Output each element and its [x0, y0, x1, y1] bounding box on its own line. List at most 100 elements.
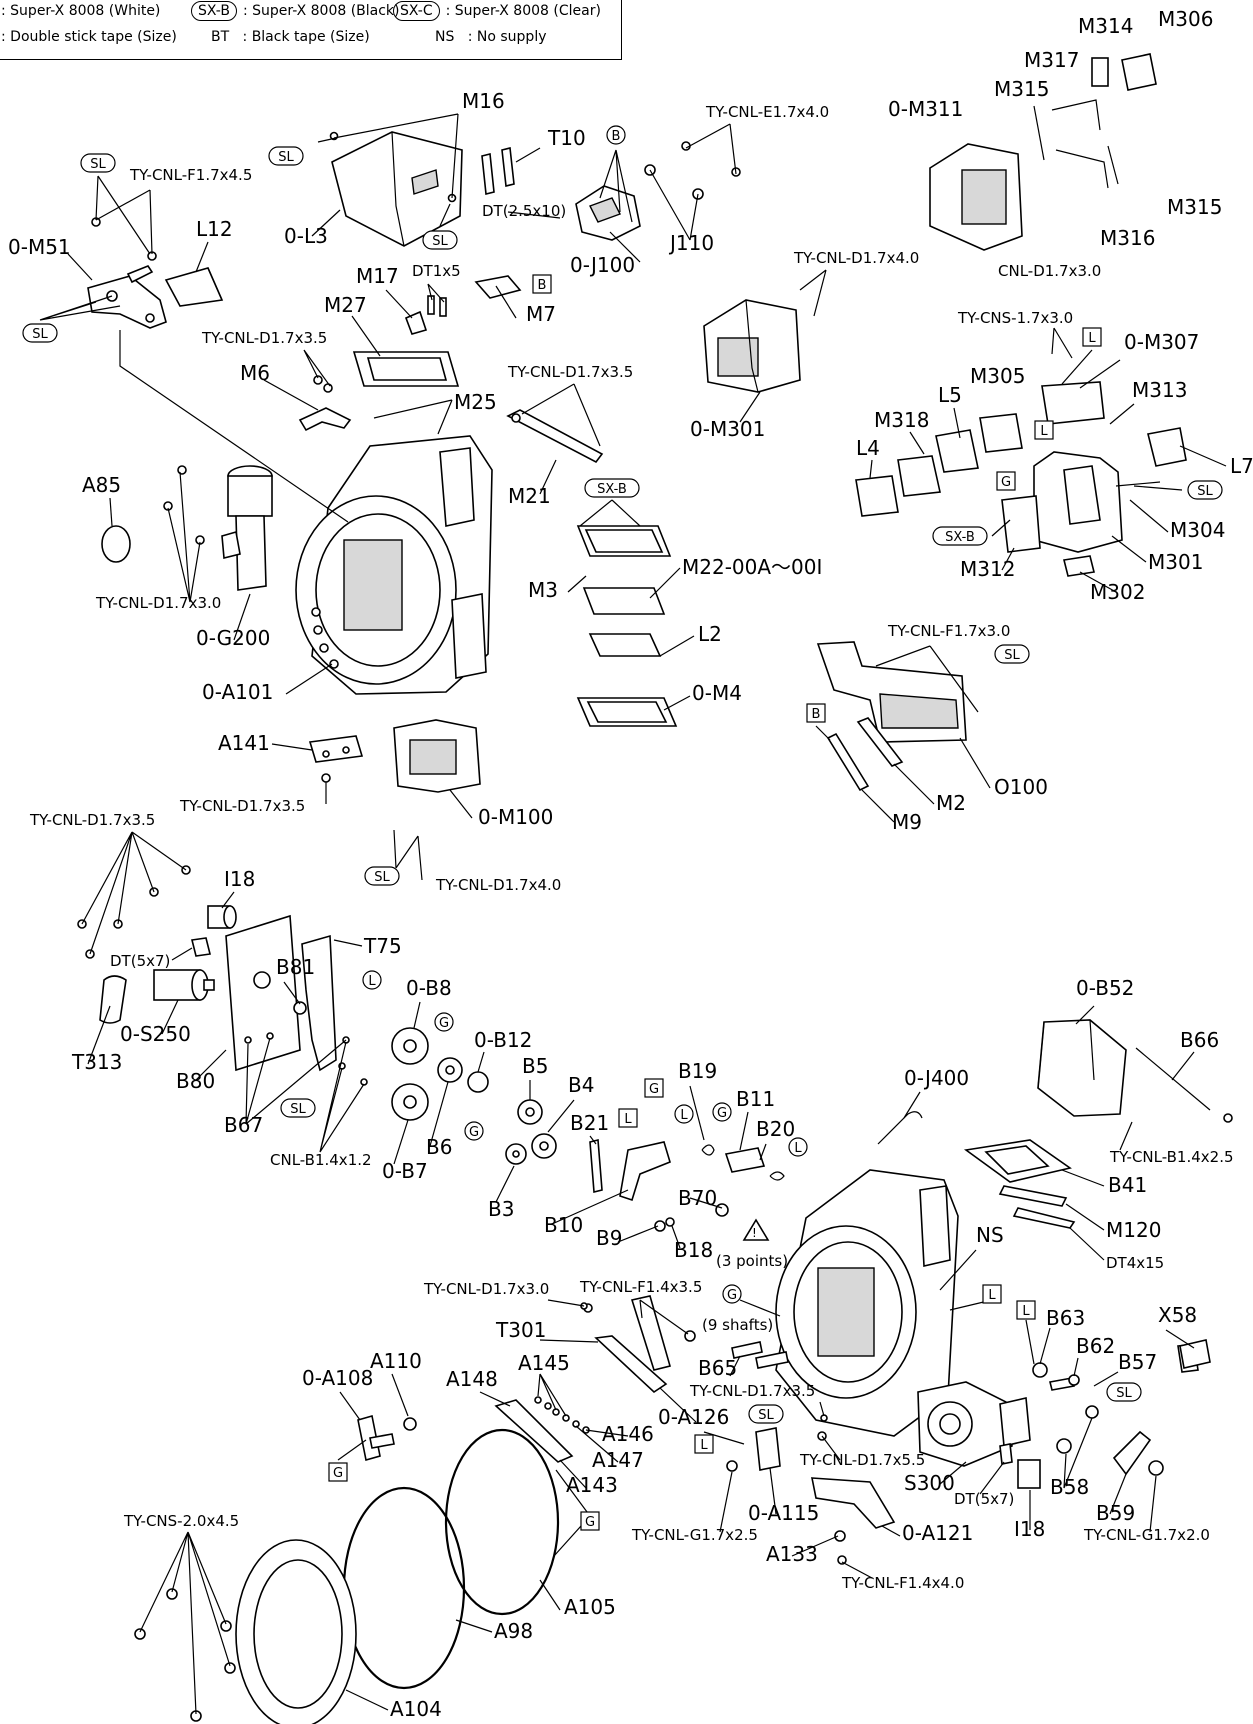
symbol-text: G: [1001, 475, 1011, 490]
symbol-pill: SL: [422, 230, 458, 250]
flex-board-o100: [816, 641, 967, 743]
symbol-sq: L: [1082, 327, 1102, 347]
part-label: M27: [324, 293, 367, 317]
part-label: M315: [1167, 195, 1222, 219]
part-label: DT(5x7): [954, 1490, 1014, 1508]
symbol-circ: B: [606, 125, 626, 145]
symbol-text: G: [717, 1106, 727, 1121]
part-label: M312: [960, 557, 1015, 581]
part-label: M6: [240, 361, 270, 385]
parts-a115-a121-a133: [726, 1427, 896, 1565]
part-label: 0-A108: [302, 1366, 373, 1390]
symbol-shape: [1106, 1382, 1142, 1402]
part-label: TY-CNL-D1.7x4.0: [793, 249, 919, 267]
symbol-shape: [434, 1012, 454, 1032]
part-label: 0-L3: [284, 224, 328, 248]
part-label: M313: [1132, 378, 1187, 402]
symbol-text: SL: [1004, 648, 1020, 663]
symbol-circ: G: [722, 1284, 742, 1304]
part-label: A104: [390, 1697, 442, 1721]
part-label: B80: [176, 1069, 215, 1093]
part-label: 0-B8: [406, 976, 452, 1000]
parts-b65: [731, 1341, 789, 1369]
legend-box: : Super-X 8008 (White) SX-B: Super-X 800…: [0, 0, 622, 60]
flex-0-b52: [1037, 1019, 1127, 1117]
symbol-text: G: [439, 1016, 449, 1031]
part-label: T75: [363, 934, 402, 958]
part-label: L12: [196, 217, 233, 241]
warning-triangle-icon: !: [742, 1218, 770, 1241]
symbol-circ: L: [674, 1104, 694, 1124]
symbol-pill: SL: [994, 644, 1030, 664]
part-label: 0-M307: [1124, 330, 1199, 354]
symbol-pill: SX-B: [584, 478, 640, 498]
symbol-shape: [584, 478, 640, 498]
finder-unit-0-m311: [929, 143, 1023, 251]
part-label: B66: [1180, 1028, 1219, 1052]
symbol-shape: [674, 1104, 694, 1124]
symbol-pill: SL: [1187, 480, 1223, 500]
part-label: L7: [1230, 454, 1253, 478]
symbol-text: G: [585, 1515, 595, 1530]
prism-assembly: [331, 131, 463, 247]
part-label: L2: [698, 622, 722, 646]
part-label: M16: [462, 89, 505, 113]
body-chassis: [775, 1169, 959, 1437]
symbol-text: L: [1040, 424, 1048, 439]
symbol-shape: [268, 146, 304, 166]
part-label: M316: [1100, 226, 1155, 250]
part-label: A85: [82, 473, 121, 497]
symbol-shape: [1034, 420, 1054, 440]
part-label: B67: [224, 1113, 263, 1137]
mirror-box-0-a101: [295, 435, 493, 695]
part-label: B5: [522, 1054, 548, 1078]
symbol-text: SL: [290, 1102, 306, 1117]
symbol-sq: L: [1034, 420, 1054, 440]
part-label: 0-A126: [658, 1405, 729, 1429]
part-label: DT1x5: [412, 262, 461, 280]
part-label: TY-CNL-D1.7x3.5: [507, 363, 633, 381]
part-label: A141: [218, 731, 270, 755]
parts-a108-a110: [357, 1414, 417, 1462]
part-label: TY-CNS-2.0x4.5: [123, 1512, 239, 1530]
symbol-text: L: [700, 1438, 708, 1453]
levers-b10-b11-b19-b20: [619, 1141, 785, 1232]
legend-ns: NS : No supply: [435, 29, 547, 45]
part-label: TY-CNL-F1.7x3.0: [887, 622, 1010, 640]
part-label: 0-A101: [202, 680, 273, 704]
bracket-t75: [293, 934, 337, 1072]
strip-m120-dt4x15: [998, 1185, 1076, 1229]
part-label: I18: [1014, 1517, 1045, 1541]
part-label: B21: [570, 1111, 609, 1135]
bar-m2: [856, 717, 904, 767]
part-label: L4: [856, 436, 880, 460]
symbol-text: G: [727, 1288, 737, 1303]
part-label: TY-CNL-D1.7x3.0: [423, 1280, 549, 1298]
symbol-shape: [694, 1434, 714, 1454]
part-label: M21: [508, 484, 551, 508]
part-label: 0-B52: [1076, 976, 1134, 1000]
symbol-text: L: [1022, 1304, 1030, 1319]
symbol-text: L: [988, 1288, 996, 1303]
part-label: A133: [766, 1542, 818, 1566]
symbol-sq: L: [618, 1108, 638, 1128]
gears-b8-b7-b6: [391, 1027, 489, 1121]
part-label: 0-A121: [902, 1521, 973, 1545]
focus-screen-stack: [576, 525, 678, 727]
part-m7: [474, 275, 522, 299]
motor-0-g200: [221, 465, 273, 591]
symbol-sq: G: [580, 1511, 600, 1531]
symbol-shape: [1016, 1300, 1036, 1320]
part-label: A110: [370, 1349, 422, 1373]
part-label: B10: [544, 1213, 583, 1237]
symbol-circ: L: [788, 1137, 808, 1157]
part-label: TY-CNL-F1.4x3.5: [579, 1278, 702, 1296]
part-label: T10: [547, 126, 586, 150]
lever-t301-0-a126: [583, 1295, 696, 1394]
symbol-sq: B: [532, 274, 552, 294]
gears-b5-b4-b3: [505, 1099, 557, 1165]
symbol-shape: [606, 125, 626, 145]
symbol-shape: [748, 1404, 784, 1424]
